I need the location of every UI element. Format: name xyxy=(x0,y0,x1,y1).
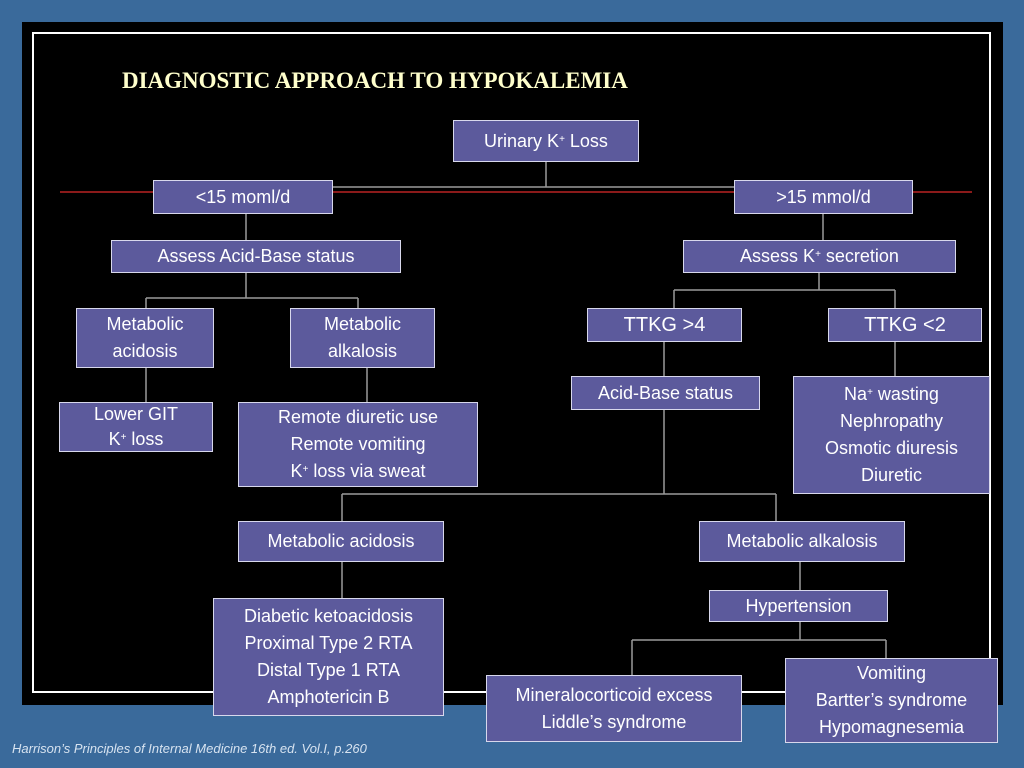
node-greater-than-15: >15 mmol/d xyxy=(734,180,913,214)
node-remote-causes: Remote diuretic use Remote vomiting K+ l… xyxy=(238,402,478,487)
divider-line xyxy=(60,191,972,193)
node-less-than-15: <15 moml/d xyxy=(153,180,333,214)
node-na-wasting-causes: Na+ wasting Nephropathy Osmotic diuresis… xyxy=(793,376,990,494)
node-ttkg-less-than-2: TTKG <2 xyxy=(828,308,982,342)
node-assess-acid-base: Assess Acid-Base status xyxy=(111,240,401,273)
node-acid-base-status: Acid-Base status xyxy=(571,376,760,410)
diagram-title: DIAGNOSTIC APPROACH TO HYPOKALEMIA xyxy=(122,68,628,93)
node-metabolic-acidosis-left: Metabolic acidosis xyxy=(76,308,214,368)
node-urinary-k-loss: Urinary K+ Loss xyxy=(453,120,639,162)
node-metabolic-alkalosis-left: Metabolic alkalosis xyxy=(290,308,435,368)
node-dka-causes: Diabetic ketoacidosis Proximal Type 2 RT… xyxy=(213,598,444,716)
node-mineralocorticoid-causes: Mineralocorticoid excess Liddle’s syndro… xyxy=(486,675,742,742)
node-ttkg-greater-than-4: TTKG >4 xyxy=(587,308,742,342)
node-hypertension: Hypertension xyxy=(709,590,888,622)
node-metabolic-alkalosis-bottom: Metabolic alkalosis xyxy=(699,521,905,562)
node-lower-git-loss: Lower GIT K+ loss xyxy=(59,402,213,452)
node-vomiting-causes: Vomiting Bartter’s syndrome Hypomagnesem… xyxy=(785,658,998,743)
node-metabolic-acidosis-bottom: Metabolic acidosis xyxy=(238,521,444,562)
source-citation: Harrison’s Principles of Internal Medici… xyxy=(12,741,367,756)
node-assess-k-secretion: Assess K+ secretion xyxy=(683,240,956,273)
